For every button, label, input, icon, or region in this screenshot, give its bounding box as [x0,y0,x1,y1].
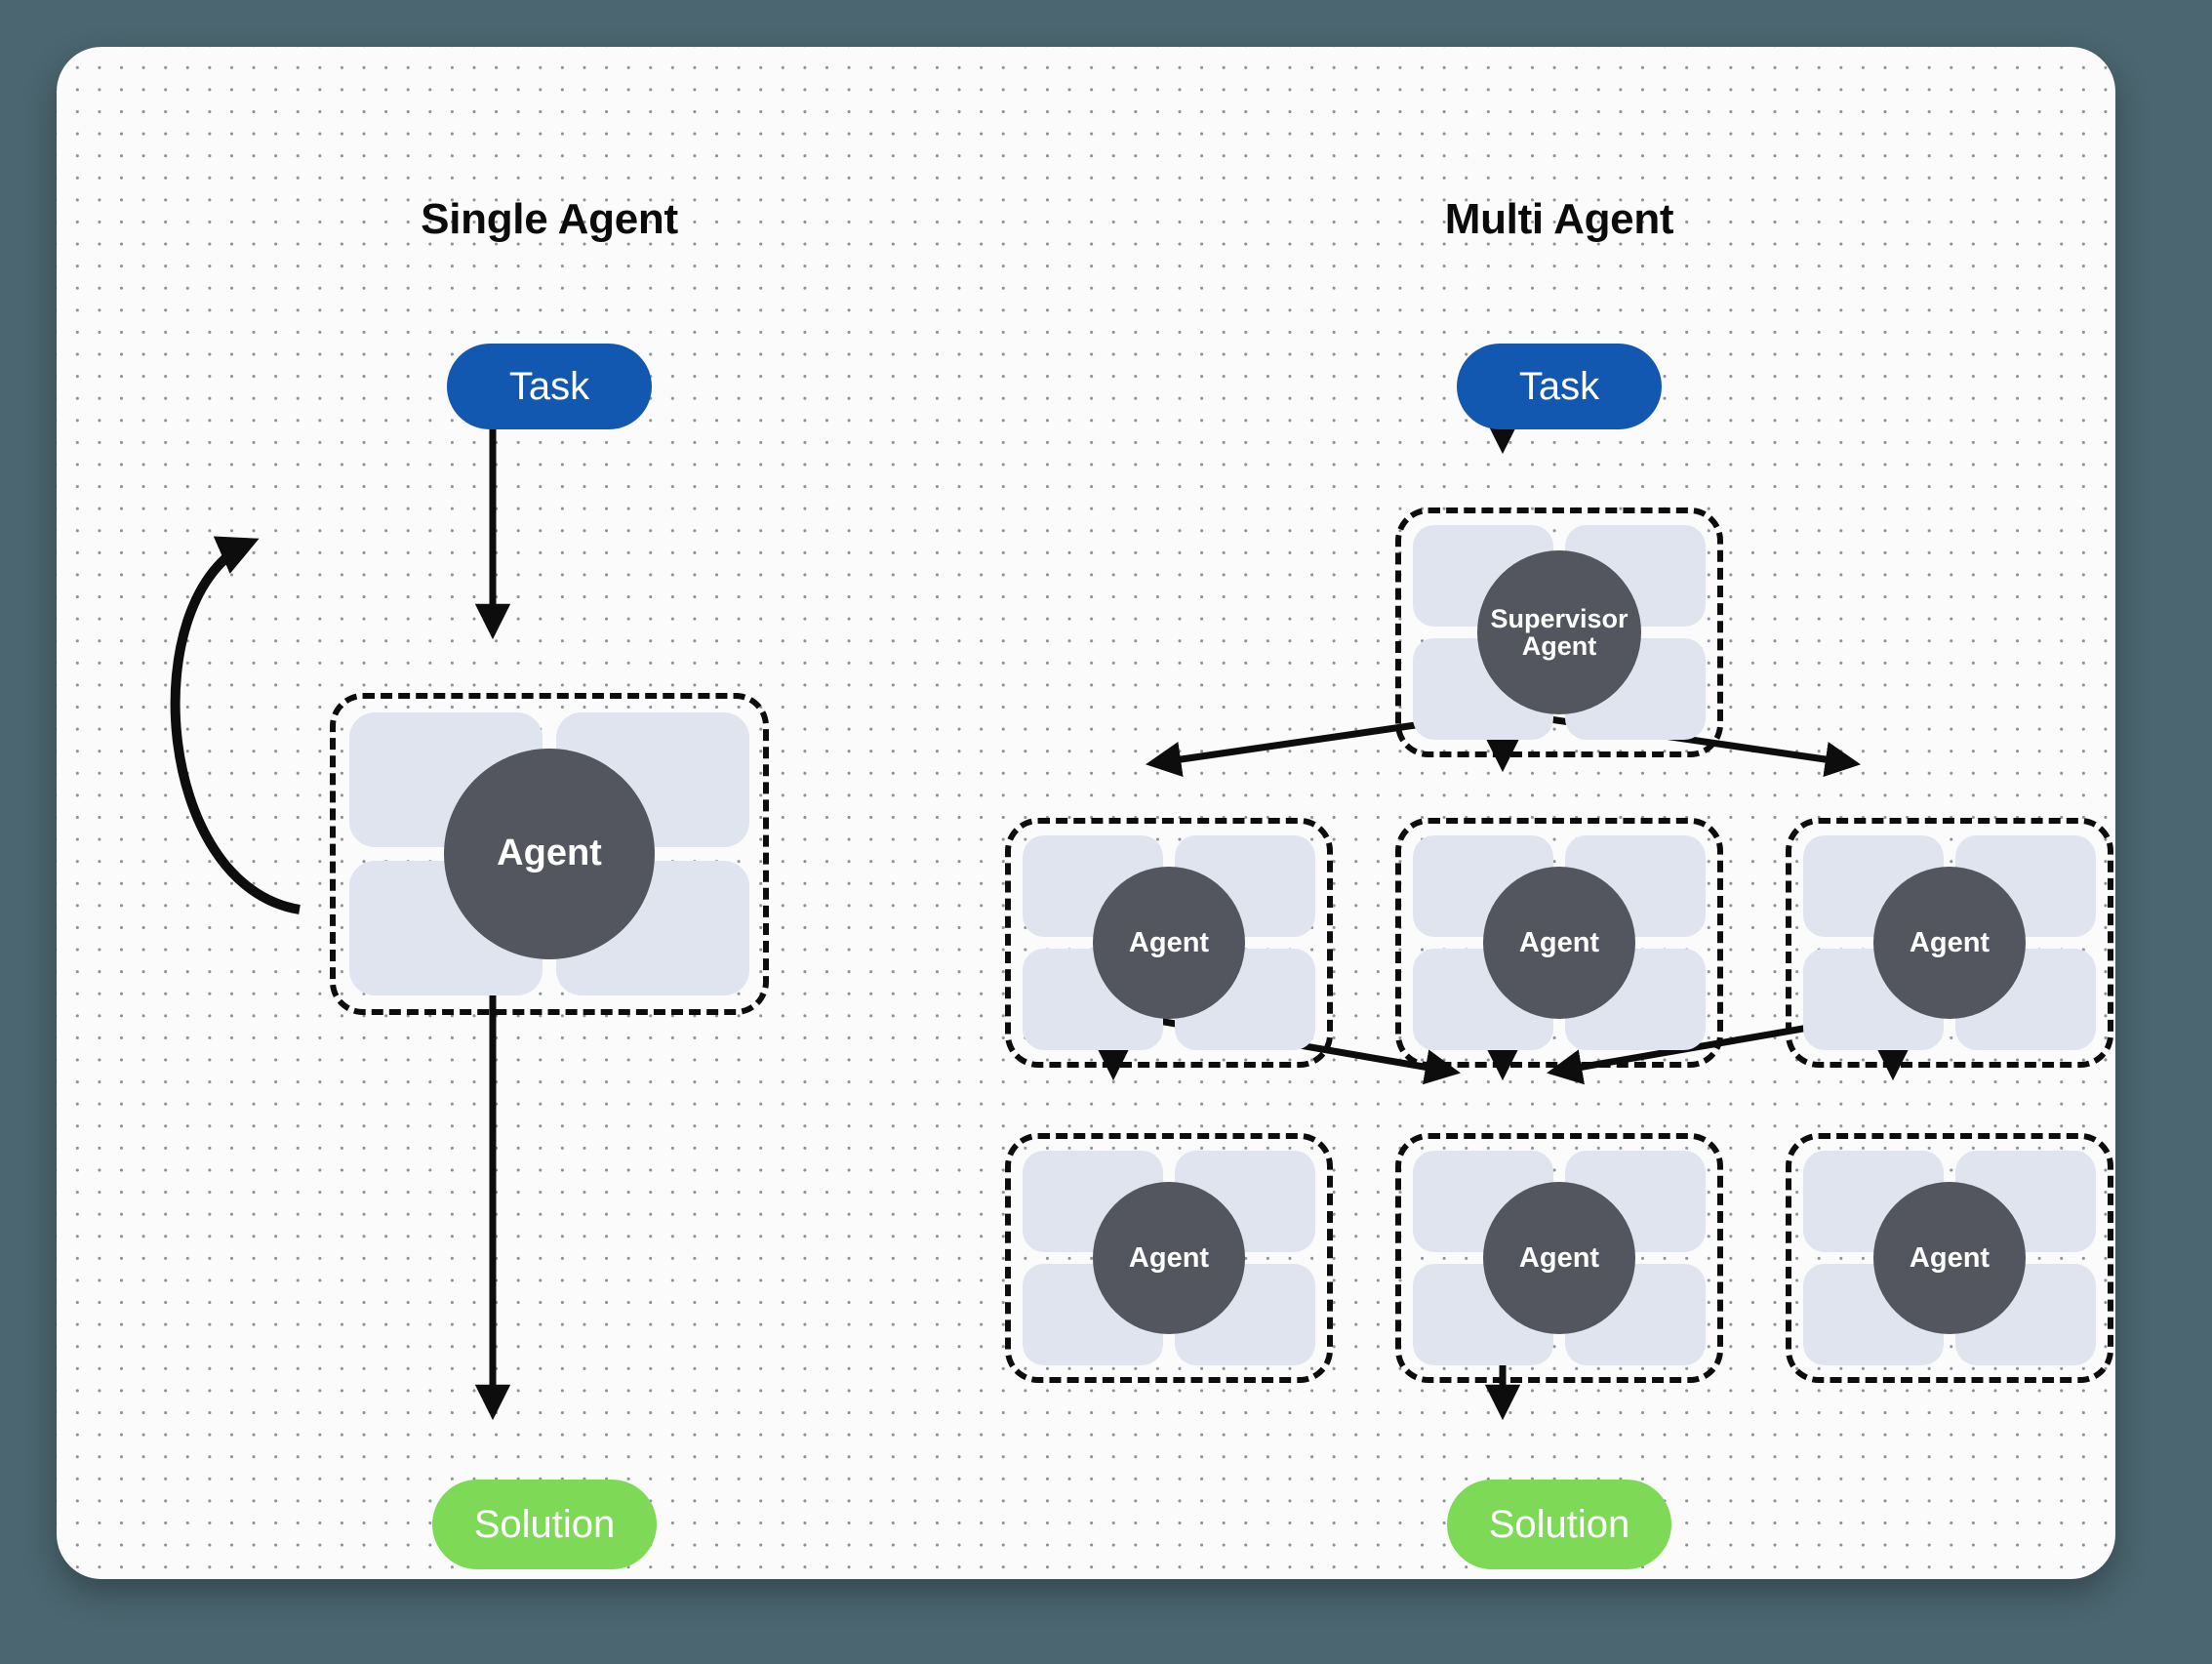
node-agent-r1c1[interactable]: Agent [1005,818,1333,1068]
agent-circle-label: Agent [1093,1182,1245,1334]
node-agent-r1c3[interactable]: Agent [1786,818,2113,1068]
agent-circle-label: Agent [1093,867,1245,1019]
supervisor-circle-label: Supervisor Agent [1477,550,1641,714]
agent-circle-label: Agent [444,749,655,959]
node-solution-single[interactable]: Solution [432,1480,657,1569]
node-agent-r1c2[interactable]: Agent [1395,818,1723,1068]
edge-agent-self-loop [170,536,301,914]
panel-title-single-agent: Single Agent [421,195,678,243]
node-agent-single[interactable]: Agent [330,693,769,1015]
agent-circle-label: Agent [1873,1182,2026,1334]
node-supervisor-agent[interactable]: Supervisor Agent [1395,507,1723,757]
supervisor-label-line1: Supervisor [1490,603,1629,633]
agent-circle-label: Agent [1483,867,1635,1019]
agent-circle-label: Agent [1873,867,2026,1019]
supervisor-label-line2: Agent [1521,631,1597,661]
node-agent-r2c3[interactable]: Agent [1786,1133,2113,1383]
node-task-multi[interactable]: Task [1457,344,1662,429]
node-task-single[interactable]: Task [447,344,652,429]
node-solution-multi[interactable]: Solution [1447,1480,1671,1569]
agent-circle-label: Agent [1483,1182,1635,1334]
node-agent-r2c1[interactable]: Agent [1005,1133,1333,1383]
panel-title-multi-agent: Multi Agent [1444,195,1674,243]
node-agent-r2c2[interactable]: Agent [1395,1133,1723,1383]
diagram-card: Single Agent Task Agent Solution Multi A… [57,47,2115,1579]
